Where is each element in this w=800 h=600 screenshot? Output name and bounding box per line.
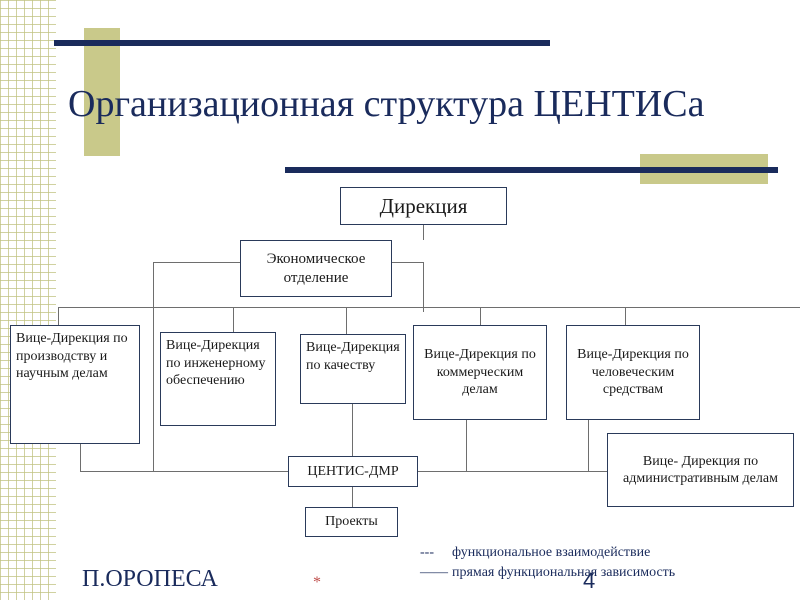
box-vice-hr-label: Вице-Дирекция по человеческим средствам <box>577 347 689 398</box>
footer-author: П.ОРОПЕСА <box>82 566 218 592</box>
connector-main-bus <box>58 307 800 308</box>
box-projects: Проекты <box>305 507 398 537</box>
box-vice-admin: Вице- Дирекция по административным делам <box>607 433 794 507</box>
connector-vice-qual <box>346 307 347 334</box>
box-vice-comm: Вице-Дирекция по коммерческим делам <box>413 325 547 420</box>
legend-dashed: --- функциональное взаимодействие <box>420 545 650 561</box>
legend-dashed-text: функциональное взаимодействие <box>452 545 651 560</box>
connector-econ-left <box>153 262 240 263</box>
olive-accent-vertical <box>84 28 120 156</box>
connector-vice-comm <box>480 307 481 325</box>
connector-econ-right <box>391 262 423 263</box>
legend-solid: —— прямая функциональная зависимость <box>420 565 675 581</box>
box-econ: Экономическое отделение <box>240 240 392 297</box>
box-projects-label: Проекты <box>325 514 378 530</box>
box-vice-prod-label: Вице-Дирекция по производству и научным … <box>16 331 128 381</box>
top-rule <box>54 40 550 46</box>
box-vice-eng: Вице-Дирекция по инженерному обеспечению <box>160 332 276 426</box>
connector-qual-dmr <box>352 404 353 456</box>
legend-solid-mark: —— <box>420 565 448 580</box>
box-direkciya-label: Дирекция <box>379 193 468 218</box>
box-vice-qual: Вице-Дирекция по качеству <box>300 334 406 404</box>
footer-star: * <box>313 574 321 591</box>
box-econ-label: Экономическое отделение <box>266 250 366 286</box>
box-vice-admin-label: Вице- Дирекция по административным делам <box>623 453 778 487</box>
page-number: 4 <box>583 568 596 593</box>
connector-dmr-right <box>418 471 607 472</box>
bottom-rule <box>285 167 778 173</box>
legend-dashed-mark: --- <box>420 545 434 560</box>
box-vice-qual-label: Вице-Дирекция по качеству <box>306 340 400 373</box>
legend-solid-text: прямая функциональная зависимость <box>452 565 676 580</box>
box-vice-hr: Вице-Дирекция по человеческим средствам <box>566 325 700 420</box>
box-centis-dmr: ЦЕНТИС-ДМР <box>288 456 418 487</box>
connector-direkciya-trunk <box>423 262 424 312</box>
connector-dmr-projects <box>352 487 353 507</box>
connector-comm-drop <box>466 420 467 472</box>
connector-vice-eng <box>233 307 234 332</box>
connector-hr-drop <box>588 420 589 472</box>
connector-dmr-left <box>80 471 288 472</box>
connector-vice-hr <box>625 307 626 325</box>
box-vice-prod: Вице-Дирекция по производству и научным … <box>10 325 140 444</box>
grid-pattern-strip <box>0 0 56 600</box>
page-title: Организационная структура ЦЕНТИСа <box>68 83 705 125</box>
box-direkciya: Дирекция <box>340 187 507 225</box>
connector-bus-left-end <box>58 307 59 325</box>
box-centis-dmr-label: ЦЕНТИС-ДМР <box>307 463 399 479</box>
box-vice-comm-label: Вице-Дирекция по коммерческим делам <box>424 347 536 398</box>
box-vice-eng-label: Вице-Дирекция по инженерному обеспечению <box>166 338 266 388</box>
connector-vice-prod-drop <box>80 444 81 472</box>
connector-direkciya-econ <box>423 225 424 240</box>
connector-econ-drop <box>153 262 154 472</box>
